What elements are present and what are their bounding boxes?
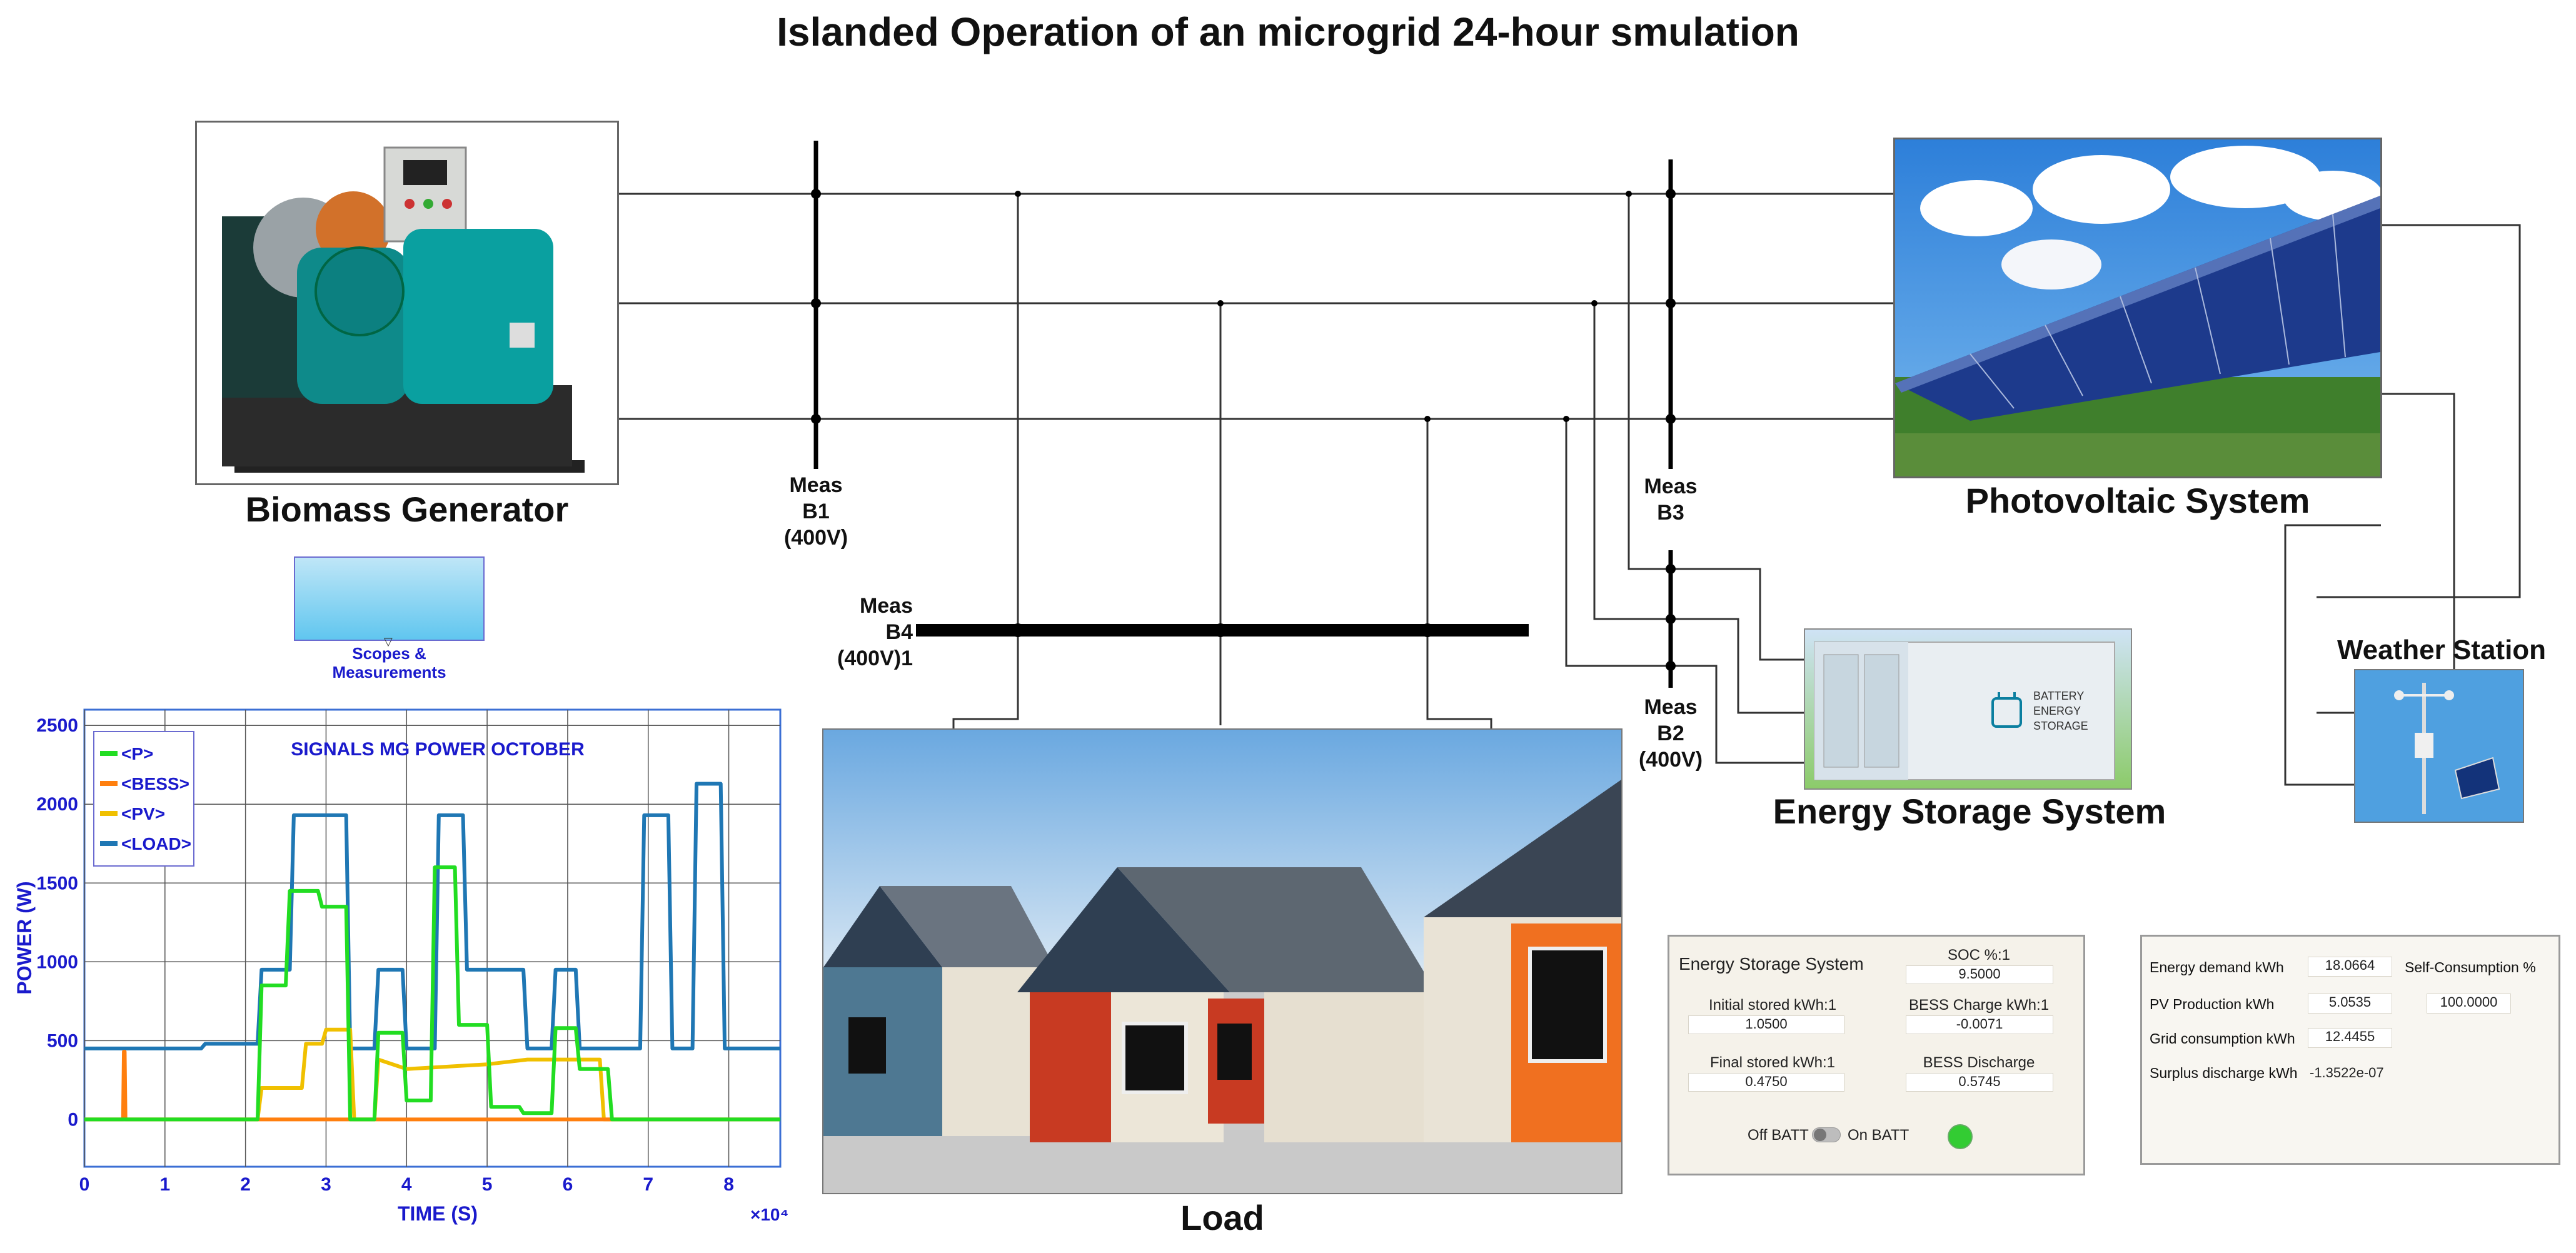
photovoltaic-system-label: Photovoltaic System [1965, 481, 2310, 520]
series-line-p [84, 865, 780, 1122]
x-tick-label: 7 [643, 1174, 653, 1195]
x-tick-label: 3 [321, 1174, 331, 1195]
series-line-load [84, 782, 780, 1050]
grid-consumption-label: Grid consumption kWh [2150, 1030, 2295, 1047]
solar-panel-image [1895, 146, 2380, 476]
grid-consumption-value: 12.4455 [2308, 1028, 2392, 1048]
chart-title: SIGNALS MG POWER OCTOBER [291, 739, 585, 760]
bus-b3-label: Meas B3 [1644, 475, 1698, 525]
battery-toggle-switch[interactable] [1812, 1127, 1841, 1142]
self-consumption-label: Self-Consumption % [2405, 959, 2536, 975]
x-tick-label: 5 [482, 1174, 493, 1195]
final-stored-value: 0.4750 [1688, 1073, 1844, 1092]
energy-storage-label: Energy Storage System [1773, 792, 2166, 831]
scopes-measurements-label: Scopes & Measurements [332, 644, 446, 682]
load-label: Load [1180, 1198, 1264, 1237]
initial-stored-label: Initial stored kWh:1 [1708, 997, 1837, 1014]
bus-b2-label: Meas B2 (400V) [1638, 695, 1703, 772]
svg-text:STORAGE: STORAGE [2033, 720, 2088, 732]
surplus-discharge-label: Surplus discharge kWh [2150, 1065, 2298, 1081]
x-tick-label: 2 [240, 1174, 251, 1195]
battery-status-lamp [1948, 1124, 1973, 1149]
svg-text:ENERGY: ENERGY [2033, 705, 2081, 717]
biomass-generator-block[interactable] [195, 121, 619, 485]
pv-production-label: PV Production kWh [2150, 996, 2275, 1012]
weather-station-label: Weather Station [2337, 635, 2547, 665]
legend-item-label: <BESS> [121, 774, 189, 793]
ess-display-panel: Energy Storage System SOC %:1 9.5000 Ini… [1668, 935, 2085, 1175]
y-tick-label: 500 [47, 1030, 78, 1051]
svg-text:BATTERY: BATTERY [2033, 690, 2084, 702]
energy-demand-label: Energy demand kWh [2150, 959, 2284, 975]
x-tick-label: 6 [563, 1174, 573, 1195]
port-arrow-icon: ▽ [384, 635, 393, 648]
scopes-measurements-block[interactable] [294, 556, 485, 641]
weather-station-block[interactable] [2354, 669, 2524, 823]
energy-summary-panel: Energy demand kWh 18.0664 Self-Consumpti… [2140, 935, 2560, 1165]
off-batt-label: Off BATT [1748, 1127, 1809, 1144]
diagram-title: Islanded Operation of an microgrid 24-ho… [777, 9, 1799, 54]
weather-station-image [2394, 683, 2500, 814]
energy-storage-block[interactable]: BATTERY ENERGY STORAGE [1804, 628, 2132, 790]
on-batt-label: On BATT [1848, 1127, 1909, 1144]
y-tick-label: 0 [68, 1109, 78, 1130]
bess-discharge-value: 0.5745 [1906, 1073, 2053, 1092]
pv-production-value: 5.0535 [2308, 994, 2392, 1014]
battery-container-image: BATTERY ENERGY STORAGE [1814, 642, 2115, 780]
bus-b1-label: Meas B1 (400V) [783, 473, 848, 550]
legend-item-label: <PV> [121, 804, 165, 823]
ess-panel-title: Energy Storage System [1679, 954, 1864, 974]
biomass-generator-label: Biomass Generator [245, 490, 569, 529]
initial-stored-value: 1.0500 [1688, 1015, 1844, 1034]
soc-value: 9.5000 [1906, 965, 2053, 984]
energy-demand-value: 18.0664 [2308, 957, 2392, 977]
x-tick-label: 1 [159, 1174, 170, 1195]
toggle-knob [1814, 1129, 1826, 1141]
y-tick-label: 2000 [36, 794, 78, 815]
y-tick-label: 1500 [36, 873, 78, 893]
y-tick-label: 2500 [36, 715, 78, 736]
bess-charge-label: BESS Charge kWh:1 [1908, 997, 2050, 1014]
photovoltaic-system-block[interactable] [1893, 138, 2382, 478]
surplus-discharge-value: -1.3522e-07 [2310, 1065, 2384, 1080]
bus-b4-label: Meas B4 (400V)1 [837, 594, 913, 670]
power-scope-chart: 0 1 2 3 4 5 6 7 8 0 500 1000 1500 2000 2500 <P> <BESS> <… [13, 708, 788, 1225]
x-tick-label: 0 [79, 1174, 90, 1195]
bess-charge-value: -0.0071 [1906, 1015, 2053, 1034]
x-tick-label: 4 [401, 1174, 412, 1195]
legend-item-label: <P> [121, 744, 153, 763]
y-axis-label: POWER (W) [13, 881, 36, 994]
legend-item-label: <LOAD> [121, 834, 191, 853]
biomass-generator-image [222, 146, 585, 473]
final-stored-label: Final stored kWh:1 [1709, 1054, 1836, 1071]
self-consumption-value: 100.0000 [2427, 994, 2511, 1014]
x-tick-label: 8 [723, 1174, 734, 1195]
x-axis-label: TIME (S) [398, 1202, 478, 1225]
y-tick-label: 1000 [36, 952, 78, 972]
load-block[interactable] [822, 728, 1623, 1194]
soc-label: SOC %:1 [1947, 947, 2011, 964]
x-axis-multiplier: ×10⁴ [750, 1205, 788, 1224]
load-houses-image [823, 780, 1621, 1193]
